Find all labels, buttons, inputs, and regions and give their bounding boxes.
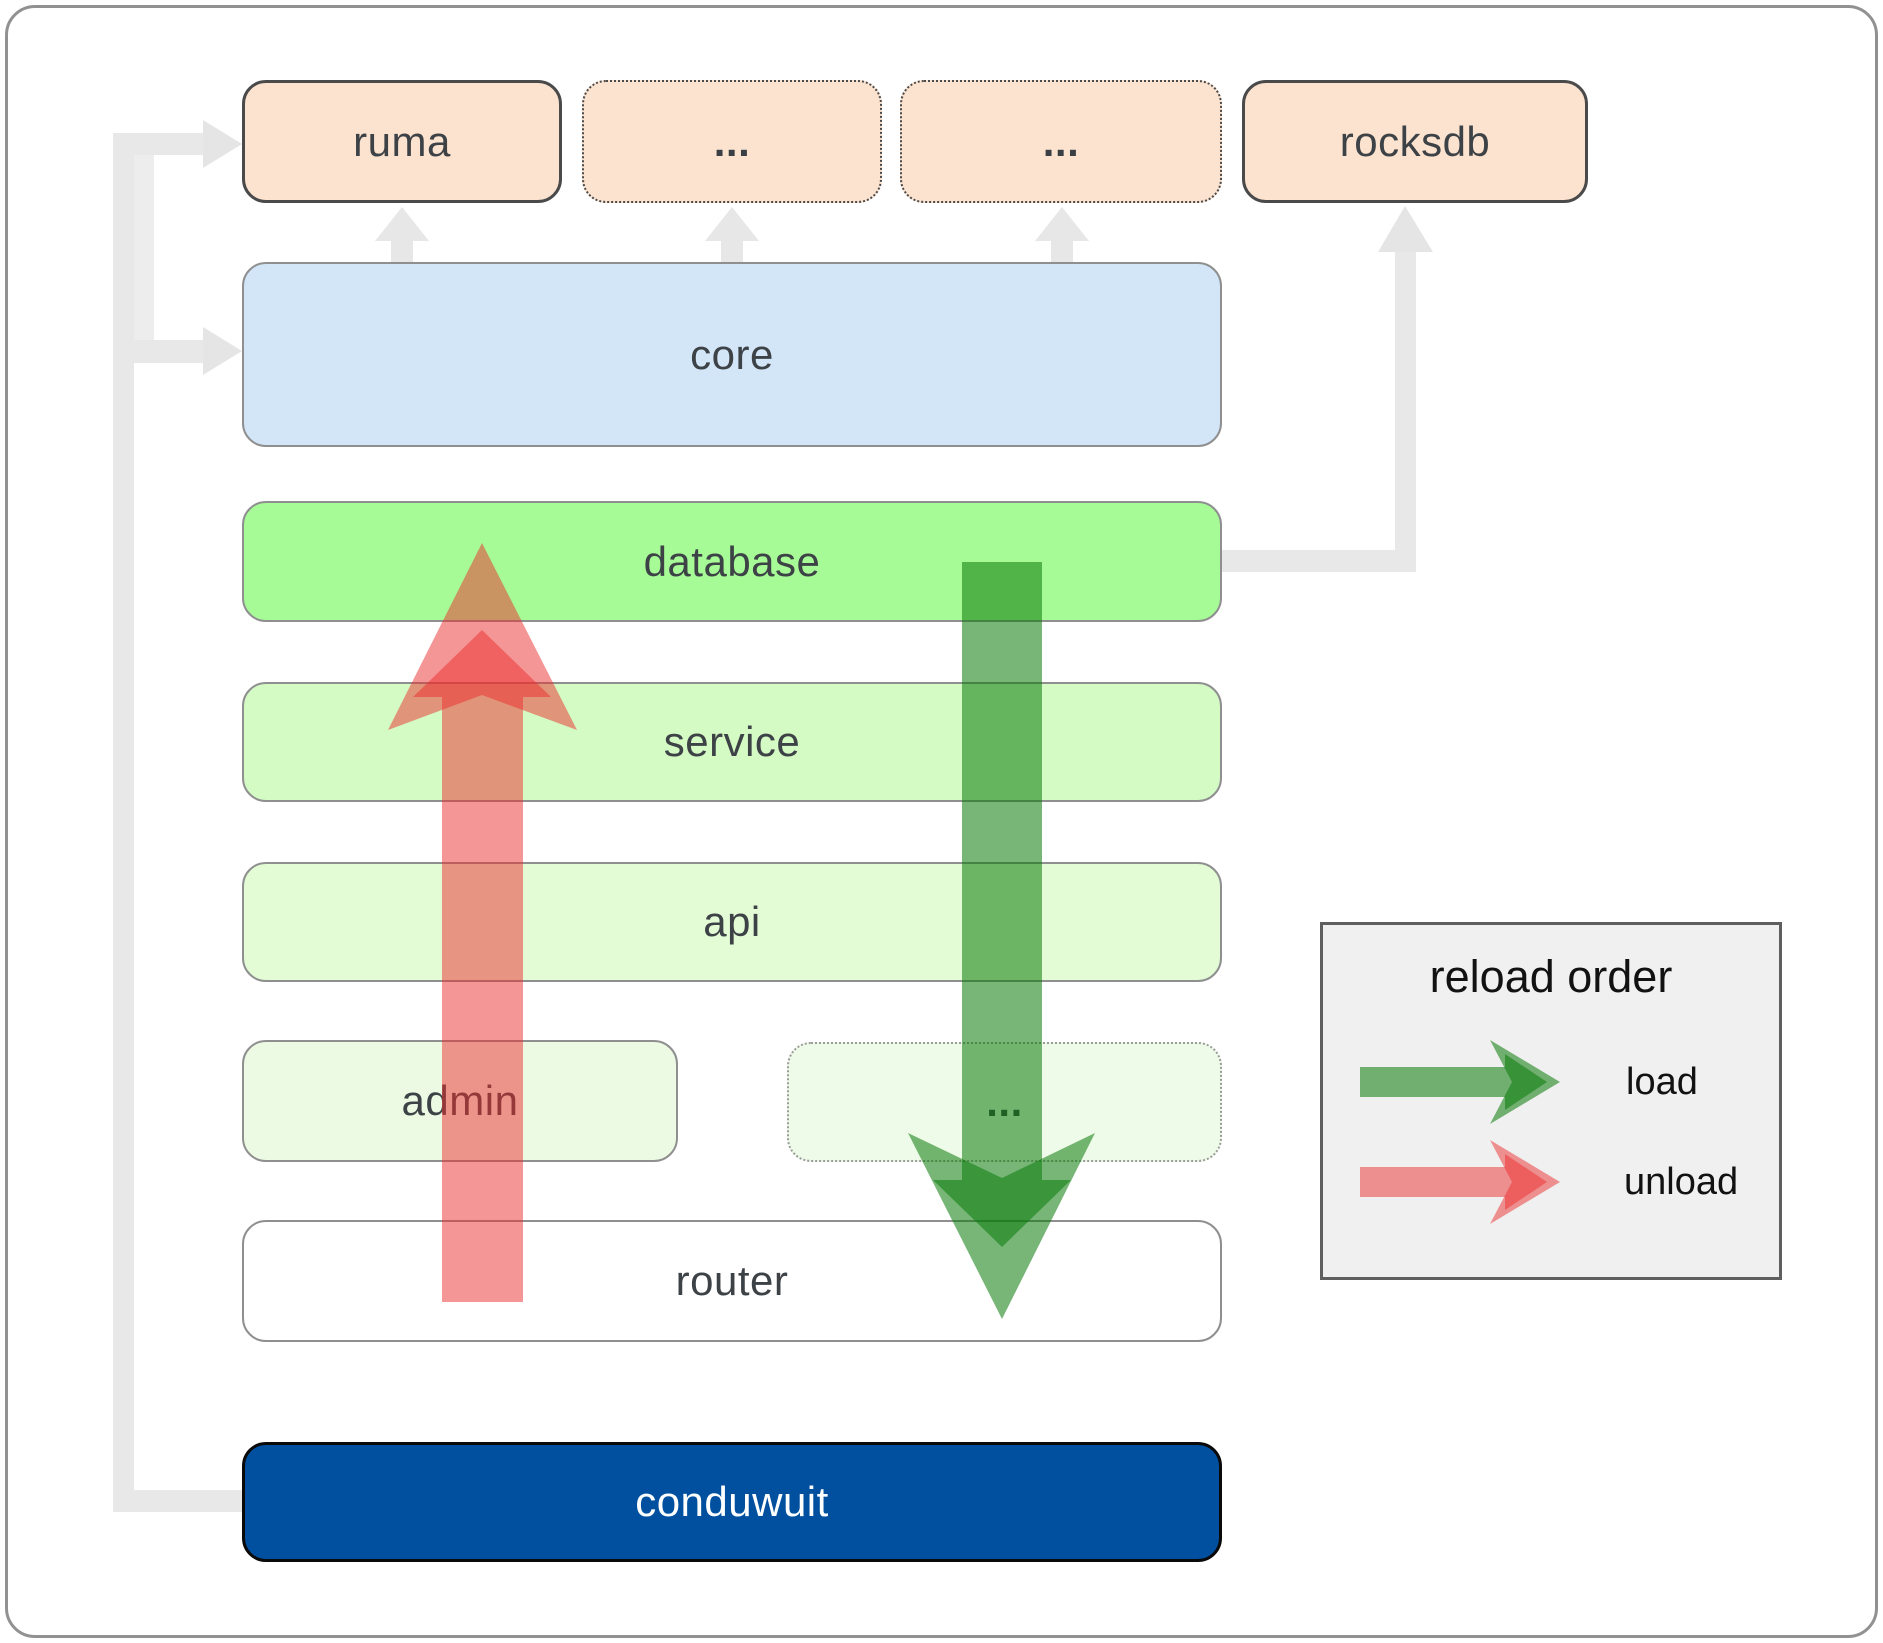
box-admin: admin: [242, 1040, 678, 1162]
legend-label-load: load: [1626, 1061, 1698, 1103]
box-core: core: [242, 262, 1222, 447]
box-ellipsis-admin-label: ...: [986, 1078, 1023, 1125]
box-router: router: [242, 1220, 1222, 1342]
box-conduwuit-label: conduwuit: [635, 1478, 829, 1525]
outer-frame: [5, 5, 1878, 1638]
box-service: service: [242, 682, 1222, 802]
box-rocksdb: rocksdb: [1242, 80, 1588, 203]
box-api-label: api: [703, 898, 761, 945]
box-core-label: core: [690, 330, 774, 378]
box-ellipsis-top-2-label: ...: [1042, 117, 1080, 165]
box-ellipsis-top-1-label: ...: [713, 117, 751, 165]
box-database-label: database: [643, 537, 821, 585]
legend-panel: reload order load unload: [1320, 922, 1782, 1280]
box-ruma: ruma: [242, 80, 562, 203]
box-router-label: router: [675, 1257, 789, 1304]
box-ellipsis-admin: ...: [787, 1042, 1222, 1162]
box-conduwuit: conduwuit: [242, 1442, 1222, 1562]
legend-label-unload: unload: [1624, 1161, 1739, 1203]
box-rocksdb-label: rocksdb: [1339, 117, 1491, 165]
box-ellipsis-top-1: ...: [582, 80, 882, 203]
box-ruma-label: ruma: [353, 117, 451, 165]
box-admin-label: admin: [401, 1077, 519, 1124]
box-ellipsis-top-2: ...: [900, 80, 1222, 203]
box-service-label: service: [663, 718, 801, 765]
box-database: database: [242, 501, 1222, 622]
box-api: api: [242, 862, 1222, 982]
legend-title: reload order: [1429, 951, 1673, 1002]
